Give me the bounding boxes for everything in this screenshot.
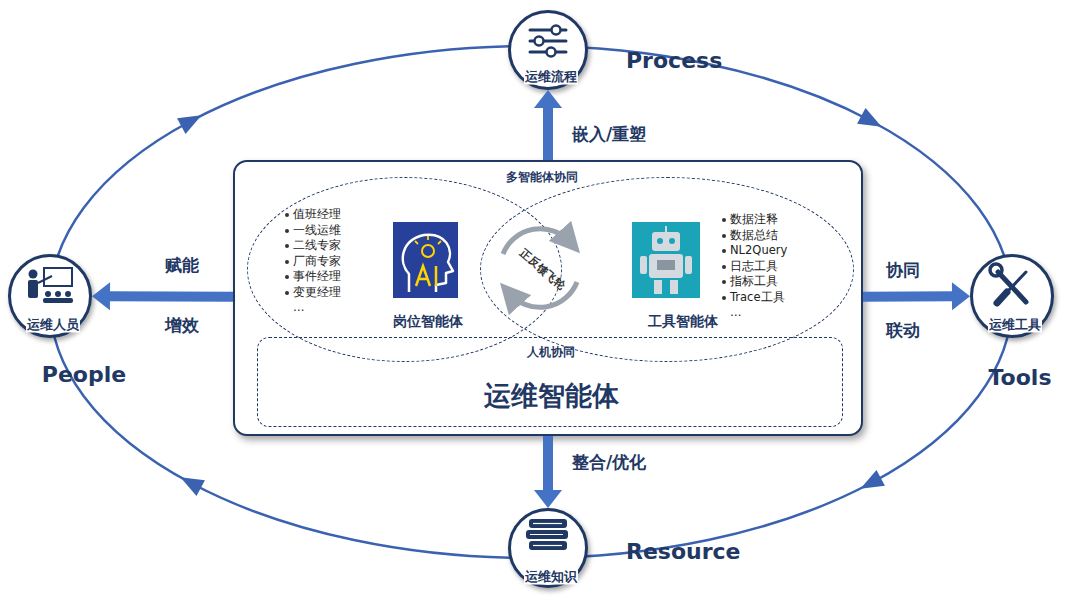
bullet-dot: [722, 265, 726, 269]
bullet-dot: [285, 260, 289, 264]
list-item: 二线专家: [293, 239, 341, 252]
cycle-ellipse: [50, 46, 1012, 558]
list-item: NL2Query: [730, 244, 787, 257]
group-heading: 多智能体协同: [506, 171, 578, 185]
cycle-arrowhead: [177, 107, 206, 134]
flow-arrow: [863, 282, 970, 310]
main-title: 运维智能体: [484, 380, 619, 411]
arrowhead: [534, 90, 562, 108]
bullet-dot: [722, 249, 726, 253]
arrowhead: [952, 282, 970, 310]
dimension-label: Resource: [626, 539, 741, 564]
circle-label: 运维工具: [988, 318, 1042, 333]
dimension-label: Tools: [989, 365, 1052, 390]
flywheel-label: 正反馈飞轮: [517, 247, 567, 292]
agent-name: 工具智能体: [648, 313, 718, 329]
arrow-shaft: [543, 106, 553, 160]
people-circle: 运维人员People: [8, 254, 92, 338]
bullet-dot: [722, 280, 726, 284]
resource-circle: 运维知识Resource: [508, 508, 588, 588]
arrowhead: [92, 282, 110, 310]
group-heading: 人机协同: [527, 346, 575, 360]
list-item: 变更经理: [293, 286, 341, 299]
agent-box: 多智能体协同岗位智能体 值班经理一线运维二线专家厂商专家事件经理变更经理 … 正反馈飞…: [233, 160, 863, 436]
agent-name: 岗位智能体: [393, 313, 463, 329]
list-item: 数据总结: [730, 229, 778, 242]
arrow-shaft: [863, 291, 954, 301]
flow-arrow: [534, 90, 562, 160]
arrow-shaft: [108, 291, 233, 302]
flow-arrow: [92, 282, 233, 310]
cycle-arrowhead: [176, 469, 205, 496]
list-item: 日志工具: [730, 260, 778, 273]
edge-label: 赋能: [165, 254, 199, 277]
list-item: 值班经理: [293, 208, 341, 221]
bullet-dot: [722, 218, 726, 222]
list-item: 数据注释: [730, 213, 778, 226]
bullet-dot: [285, 275, 289, 279]
tools-circle: 运维工具Tools: [970, 254, 1054, 338]
arrowhead: [534, 490, 562, 508]
list-item: 厂商专家: [293, 255, 341, 268]
edge-label: 嵌入/重塑: [572, 123, 646, 146]
list-item: …: [293, 301, 305, 314]
edge-label: 联动: [886, 319, 920, 342]
role-agent-ellipse: 岗位智能体 值班经理一线运维二线专家厂商专家事件经理变更经理 …: [247, 177, 562, 362]
bullet-dot: [722, 296, 726, 300]
edge-label: 增效: [165, 314, 199, 337]
dimension-label: People: [42, 362, 126, 387]
list-item: Trace工具: [730, 291, 785, 304]
cycle-arrowhead: [856, 470, 885, 497]
flywheel-circle: 正反馈飞轮: [490, 218, 594, 322]
cycle-arrowhead: [857, 108, 886, 135]
list-item: 指标工具: [730, 275, 778, 288]
circle-label: 运维人员: [26, 318, 80, 333]
list-item: …: [730, 306, 742, 319]
edge-label: 整合/优化: [572, 451, 646, 474]
bullet-dot: [285, 229, 289, 233]
dimension-label: Process: [626, 48, 722, 73]
circle-label: 运维知识: [524, 570, 578, 585]
bullet-dot: [285, 291, 289, 295]
circle-label: 运维流程: [524, 70, 578, 85]
human-machine-box: 人机协同运维智能体: [257, 337, 843, 427]
list-item: 一线运维: [293, 224, 341, 237]
bullet-dot: [722, 234, 726, 238]
bullet-dot: [285, 213, 289, 217]
edge-label: 协同: [886, 259, 920, 282]
arrow-shaft: [543, 436, 553, 492]
list-item: 事件经理: [293, 270, 341, 283]
bullet-dot: [285, 244, 289, 248]
flow-arrow: [534, 436, 562, 508]
process-circle: 运维流程Process: [508, 10, 588, 90]
